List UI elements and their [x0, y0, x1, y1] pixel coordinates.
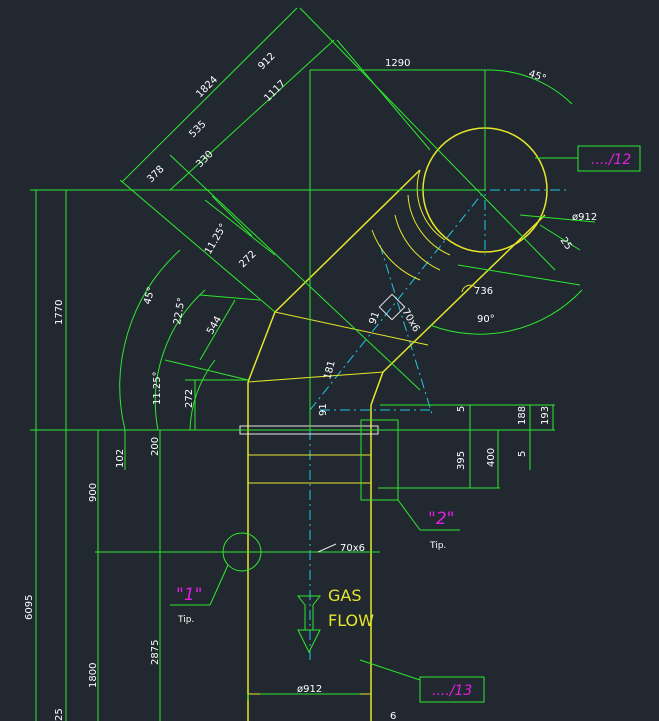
gas-label: GAS: [328, 586, 362, 605]
tip-1-text: Tip.: [177, 615, 194, 625]
label-90: 90°: [477, 314, 495, 325]
label-272-b: 272: [184, 389, 195, 408]
section-symbol-1: [378, 293, 406, 321]
flow-arrow-head: [297, 629, 321, 654]
label-phi912-right: ø912: [572, 212, 597, 223]
ref13-leader: [359, 659, 421, 681]
label-91-a: 91: [367, 310, 382, 326]
arc-11-25: [189, 359, 216, 431]
dim-45-arc: [484, 69, 573, 105]
arc-22-5: [154, 289, 206, 431]
elbow-inner-wall: [370, 214, 546, 406]
label-1117: 1117: [262, 78, 288, 104]
end-arc-1: [416, 169, 446, 241]
elbow-outer-wall: [247, 169, 421, 383]
label-1290: 1290: [385, 58, 410, 69]
dim-ext-diag-4: [169, 154, 421, 391]
label-45-left: 45°: [142, 286, 157, 306]
dim-1117: [169, 39, 335, 191]
detail-2-box: [360, 419, 399, 501]
detail-2-text: "2": [428, 509, 454, 529]
label-188: 188: [517, 406, 528, 425]
label-6095: 6095: [24, 595, 35, 620]
arc-90: [429, 289, 583, 335]
dim-phi912-leader: [519, 214, 596, 223]
section-centerline: [379, 244, 433, 415]
label-912-top: 912: [256, 51, 277, 72]
label-544: 544: [205, 314, 224, 336]
label-70x6-a: 70x6: [399, 307, 421, 334]
label-181: 181: [322, 359, 338, 380]
label-r736: 736: [474, 286, 493, 297]
dim-25-leader: [539, 224, 581, 251]
label-25-bottom: 25: [54, 708, 65, 721]
ref12-text: ..../12: [591, 152, 631, 168]
radius-mark: [461, 284, 477, 293]
dim-1824: [121, 7, 298, 183]
label-11-25-a: 11.25°: [203, 222, 229, 257]
tip-2-text: Tip.: [429, 541, 446, 551]
flow-label: FLOW: [328, 611, 374, 630]
label-1770: 1770: [54, 300, 65, 325]
label-193: 193: [540, 406, 551, 425]
label-1800: 1800: [88, 663, 99, 688]
label-900: 900: [88, 483, 99, 502]
detail-1-circle: [222, 532, 262, 572]
ref12-box: [577, 145, 641, 172]
label-200: 200: [150, 437, 161, 456]
miter-line-2: [274, 311, 429, 346]
flow-arrow-body: [296, 595, 322, 631]
dim-ext-diag-1: [299, 7, 556, 271]
label-6: 6: [390, 711, 396, 721]
dim-ext-diag-5: [211, 195, 253, 237]
section-symbol-2: [317, 543, 337, 553]
label-1824: 1824: [194, 74, 220, 100]
label-5-b: 5: [517, 451, 528, 457]
label-330: 330: [194, 149, 215, 170]
dim-544: [199, 299, 236, 361]
label-400: 400: [486, 448, 497, 467]
dim-ext-miter-1: [164, 359, 249, 381]
detail-1-leader: [209, 564, 229, 606]
miter-line-1: [247, 371, 384, 383]
label-22-5: 22.5°: [172, 297, 188, 326]
label-11-25-b: 11.25°: [152, 371, 163, 405]
label-272-a: 272: [237, 249, 258, 270]
dim-272-a: [204, 199, 276, 256]
label-45: 45°: [527, 68, 547, 84]
end-arc-3: [394, 214, 441, 271]
label-395: 395: [456, 451, 467, 470]
label-535: 535: [187, 119, 208, 140]
label-phi912-bottom: ø912: [297, 684, 322, 695]
dim-ext-diag-2: [336, 39, 431, 151]
label-2875: 2875: [150, 640, 161, 665]
detail-2-leader: [397, 499, 421, 531]
dim-736-leader: [457, 264, 581, 286]
label-378: 378: [145, 164, 166, 185]
detail-1-text: "1": [176, 585, 202, 605]
dim-ext-diag-3: [119, 179, 276, 313]
label-70x6-b: 70x6: [340, 543, 365, 554]
dim-ext-miter-2: [199, 294, 261, 301]
end-arc-2: [407, 194, 451, 256]
label-91-b: 91: [318, 403, 329, 416]
label-102: 102: [115, 449, 126, 468]
end-arc-4: [371, 229, 421, 281]
label-5-a: 5: [456, 406, 467, 412]
ref13-box: [419, 676, 485, 703]
ref13-text: ..../13: [432, 683, 472, 699]
arc-45-left: [119, 249, 181, 431]
